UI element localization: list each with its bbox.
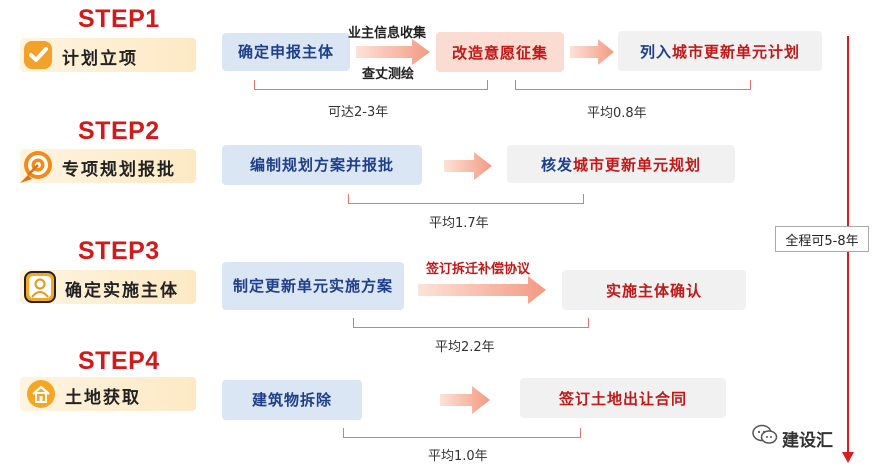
- step2-label: 专项规划报批: [62, 160, 176, 180]
- step2-box-approval: 核发城市更新单元规划: [507, 145, 735, 183]
- step1-span-label-1: 可达2-3年: [328, 105, 389, 120]
- brand-watermark: 建设汇: [782, 431, 833, 451]
- target-icon: [16, 147, 56, 187]
- step3-label-box: 确定实施主体: [20, 270, 196, 304]
- step2-arrow: [444, 152, 492, 180]
- step2-box-approval-prefix: 核发: [540, 155, 573, 174]
- step4-arrow: [440, 386, 490, 414]
- step1-arrow-bottom-note: 查丈测绘: [362, 67, 415, 82]
- person-icon: [23, 270, 57, 304]
- step2-title: STEP2: [78, 117, 160, 145]
- step1-title: STEP1: [78, 5, 160, 33]
- step1-box-plan: 列入城市更新单元计划: [618, 31, 822, 71]
- step3-box-confirm-text: 实施主体确认: [605, 281, 702, 300]
- step1-box-applicant: 确定申报主体: [222, 33, 350, 71]
- wechat-icon: [752, 424, 778, 450]
- step1-span-label-2: 平均0.8年: [587, 106, 647, 121]
- step1-arrow-1: [356, 39, 430, 65]
- step3-title: STEP3: [78, 237, 160, 265]
- step1-span-bracket-1: [254, 80, 488, 90]
- step3-label: 确定实施主体: [65, 281, 179, 301]
- step1-label: 计划立项: [62, 49, 138, 69]
- step1-box-intention: 改造意愿征集: [436, 32, 564, 72]
- step2-span-bracket: [348, 194, 584, 204]
- step4-title: STEP4: [78, 347, 160, 375]
- step4-label-box: 土地获取: [20, 377, 196, 411]
- step1-box-plan-prefix: 列入: [639, 42, 672, 61]
- step1-span-bracket-2: [515, 80, 751, 90]
- step2-span-label: 平均1.7年: [429, 216, 489, 231]
- step1-arrow-top-note: 业主信息收集: [348, 26, 427, 41]
- step4-label: 土地获取: [65, 388, 141, 408]
- step1-arrow-2: [570, 39, 614, 65]
- step4-span-bracket: [343, 428, 581, 438]
- step3-box-scheme: 制定更新单元实施方案: [222, 262, 404, 310]
- step3-span-bracket: [353, 318, 589, 328]
- checkmark-icon: [22, 39, 54, 71]
- step1-label-box: 计划立项: [20, 38, 196, 72]
- step2-box-plan: 编制规划方案并报批: [222, 145, 422, 185]
- step1-box-plan-highlight: 城市更新单元计划: [672, 42, 801, 61]
- step3-arrow: [418, 276, 546, 304]
- home-icon: [25, 378, 57, 410]
- step3-box-confirm: 实施主体确认: [562, 270, 746, 310]
- step3-span-label: 平均2.2年: [435, 340, 495, 355]
- total-timeline-arrowhead: [842, 452, 854, 463]
- step4-box-contract-text: 签订土地出让合同: [558, 389, 687, 408]
- step3-arrow-note: 签订拆迁补偿协议: [426, 262, 531, 277]
- total-duration-label: 全程可5-8年: [775, 226, 869, 252]
- step4-box-contract: 签订土地出让合同: [520, 378, 726, 418]
- step4-box-demolish: 建筑物拆除: [222, 380, 362, 420]
- step2-label-box: 专项规划报批: [20, 149, 196, 183]
- step4-span-label: 平均1.0年: [428, 449, 488, 464]
- step2-box-approval-highlight: 城市更新单元规划: [573, 155, 702, 174]
